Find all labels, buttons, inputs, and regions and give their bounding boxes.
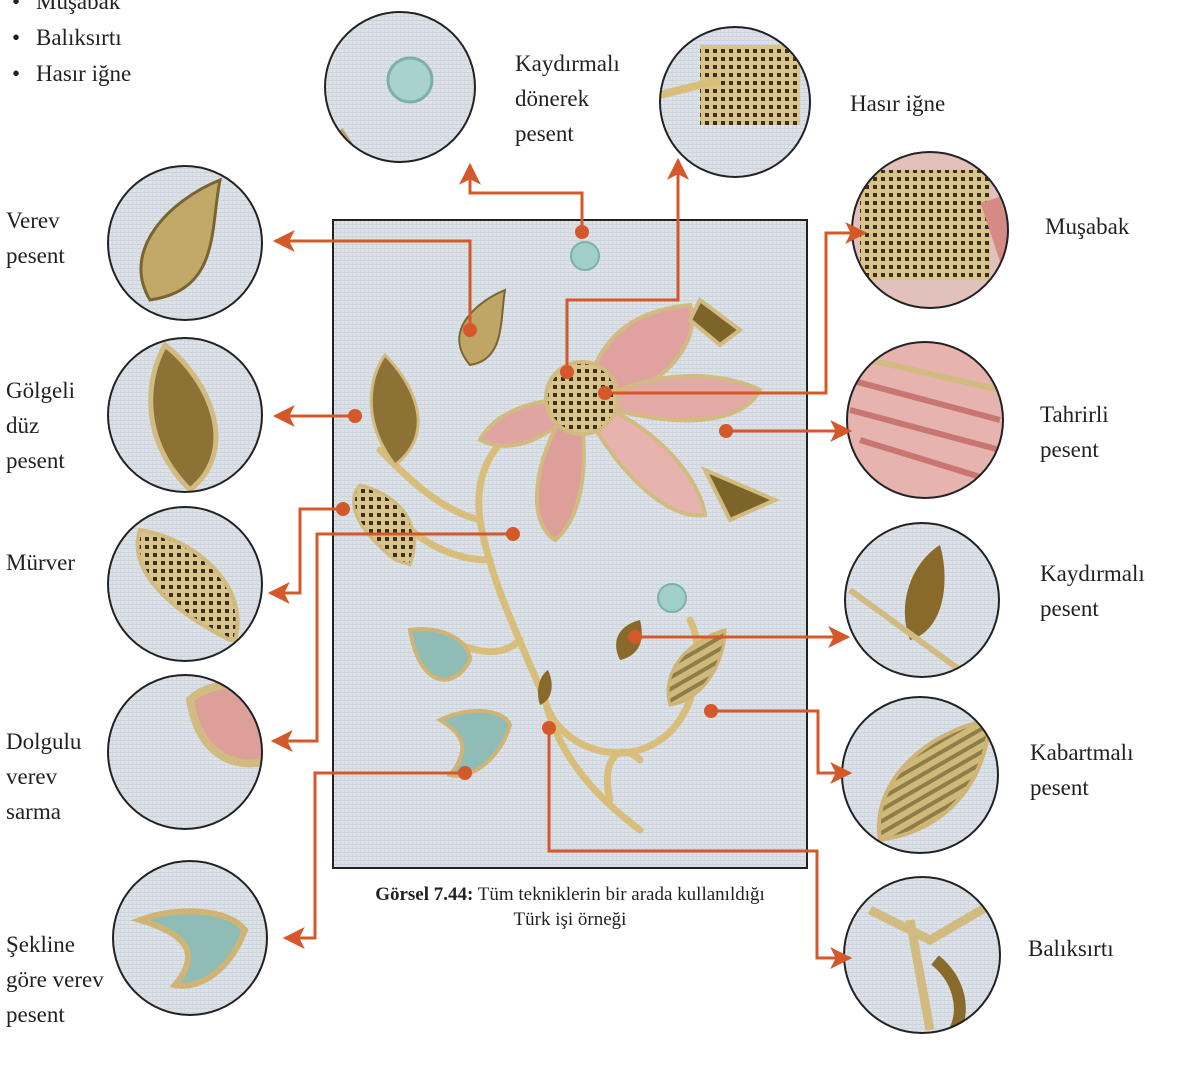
list-item: Hasır iğne xyxy=(8,56,131,92)
label-kaydirmali-donerek-pesent: Kaydırmalı dönerek pesent xyxy=(515,46,620,151)
label-sekline-gore-verev-pesent: Şekline göre verev pesent xyxy=(6,927,104,1032)
label-golgeli-duz-pesent: Gölgeli düz pesent xyxy=(6,373,75,478)
label-hasir-igne: Hasır iğne xyxy=(850,86,945,121)
zoom-circle-verev-pesent xyxy=(108,166,262,320)
label-baliksirti: Balıksırtı xyxy=(1028,931,1114,966)
list-item: Balıksırtı xyxy=(8,20,131,56)
zoom-circle-dolgulu-verev xyxy=(108,675,270,829)
zoom-circle-kabartmali xyxy=(842,697,998,853)
caption-text: Tüm tekniklerin bir arada kullanıldığı T… xyxy=(473,884,764,930)
zoom-circle-sekline-gore xyxy=(113,861,267,1015)
figure-caption: Görsel 7.44: Tüm tekniklerin bir arada k… xyxy=(360,882,780,932)
zoom-circle-tahrirli xyxy=(847,342,1003,498)
zoom-circle-baliksirti xyxy=(844,877,1000,1033)
label-musabak: Muşabak xyxy=(1045,209,1129,244)
technique-list: Muşabak Balıksırtı Hasır iğne xyxy=(8,0,131,92)
label-dolgulu-verev-sarma: Dolgulu verev sarma xyxy=(6,724,81,829)
zoom-circle-golgeli-duz xyxy=(108,338,262,492)
zoom-circle-musabak xyxy=(852,152,1010,308)
zoom-circle-kaydirmali xyxy=(845,523,999,677)
zoom-circle-murver xyxy=(108,507,262,661)
zoom-circle-kaydirmali-donerek xyxy=(325,12,475,162)
list-item: Muşabak xyxy=(8,0,131,20)
label-tahrirli-pesent: Tahrirli pesent xyxy=(1040,397,1109,467)
caption-number: Görsel 7.44: xyxy=(375,884,473,905)
zoom-circle-hasir-igne xyxy=(660,27,810,177)
label-verev-pesent: Verev pesent xyxy=(6,203,65,273)
main-embroidery-photo xyxy=(333,220,807,868)
label-murver: Mürver xyxy=(6,545,75,580)
label-kaydirmali-pesent: Kaydırmalı pesent xyxy=(1040,556,1145,626)
label-kabartmali-pesent: Kabartmalı pesent xyxy=(1030,735,1133,805)
